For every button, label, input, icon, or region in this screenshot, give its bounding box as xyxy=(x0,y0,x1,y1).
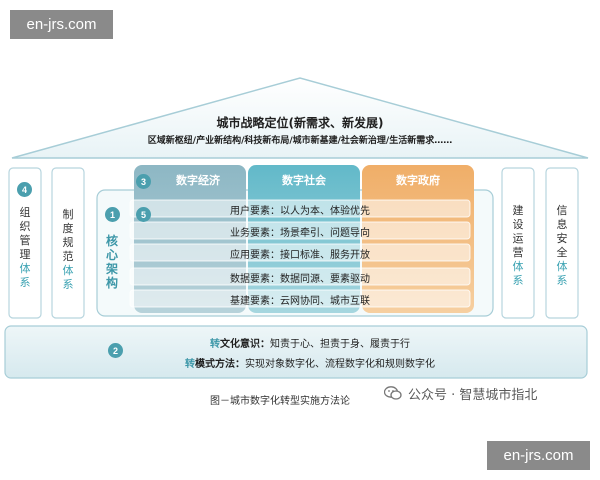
base-line-culture-text: 知责于心、担责于身、履责于行 xyxy=(270,339,410,350)
source-text: 公众号 · 智慧城市指北 xyxy=(408,388,538,403)
pillar-right-outer xyxy=(545,167,579,319)
row-bar-business xyxy=(129,221,471,240)
watermark-bottom: en-jrs.com xyxy=(487,441,590,470)
badge-4: 4 xyxy=(17,182,32,197)
row-data: 数据要素：数据同源、要素驱动 xyxy=(230,273,370,285)
pillar-right-outer-text: 信息安全 xyxy=(556,204,568,259)
pillar-right-inner xyxy=(501,167,535,319)
base-line-mode: 转模式方法：实现对象数字化、流程数字化和规则数字化 xyxy=(130,355,490,370)
row-bar-data xyxy=(129,267,471,286)
column-head-digital-economy: 数字经济 xyxy=(176,174,220,187)
figure-caption: 图－城市数字化转型实施方法论 xyxy=(210,396,350,407)
watermark-top: en-jrs.com xyxy=(10,10,113,39)
row-user: 用户要素：以人为本、体验优先 xyxy=(230,205,370,217)
column-head-digital-government: 数字政府 xyxy=(396,174,440,187)
row-bars xyxy=(129,199,471,308)
pillar-right-inner-text: 建设运营 xyxy=(512,204,524,259)
pillar-left-inner-text: 制度规范 xyxy=(62,208,74,263)
row-application: 应用要素：接口标准、服务开放 xyxy=(230,249,370,261)
core-architecture-label: 核心架构 xyxy=(105,234,118,290)
roof-subtitle: 区域新枢纽/产业新结构/科技新布局/城市新基建/社会新治理/生活新需求…… xyxy=(147,136,453,146)
pillar-left-inner xyxy=(51,167,85,319)
base-frame xyxy=(4,325,588,379)
wechat-icon xyxy=(383,386,402,401)
base-line-mode-key-rest: 模式方法： xyxy=(195,359,245,370)
badge-2: 2 xyxy=(108,343,123,358)
pillar-left-inner-label: 制度规范体系 xyxy=(60,208,76,292)
pillar-right-outer-accent: 体系 xyxy=(556,260,568,287)
row-infrastructure: 基建要素：云网协同、城市互联 xyxy=(230,295,370,307)
pillar-left-inner-accent: 体系 xyxy=(62,264,74,291)
pillar-left-outer-text: 组织管理 xyxy=(19,206,31,261)
base-line-culture-key: 转文化意识： xyxy=(210,339,270,350)
base-line-mode-text: 实现对象数字化、流程数字化和规则数字化 xyxy=(245,359,435,370)
row-business: 业务要素：场景牵引、问题导向 xyxy=(230,227,370,239)
roof-title: 城市战略定位(新需求、新发展) xyxy=(216,116,384,130)
badge-1: 1 xyxy=(105,207,120,222)
badge-5: 5 xyxy=(136,207,151,222)
base-line-culture-key-char: 转 xyxy=(210,339,220,350)
row-bar-user xyxy=(129,199,471,218)
base-line-culture: 转文化意识：知责于心、担责于身、履责于行 xyxy=(130,335,490,350)
pillar-left-outer-accent: 体系 xyxy=(19,262,31,289)
row-bar-application xyxy=(129,243,471,262)
row-bar-infrastructure xyxy=(129,289,471,308)
base-line-culture-key-rest: 文化意识： xyxy=(220,339,270,350)
base-line-mode-key: 转模式方法： xyxy=(185,359,245,370)
badge-3: 3 xyxy=(136,174,151,189)
pillar-right-inner-accent: 体系 xyxy=(512,260,524,287)
pillar-right-outer-label: 信息安全体系 xyxy=(554,204,570,288)
source-credit: 公众号 · 智慧城市指北 xyxy=(383,384,594,403)
pillar-left-outer-label: 组织管理体系 xyxy=(17,206,33,290)
pillar-right-inner-label: 建设运营体系 xyxy=(510,204,526,288)
column-head-digital-society: 数字社会 xyxy=(282,174,326,187)
base-line-mode-key-char: 转 xyxy=(185,359,195,370)
pillar-left-outer xyxy=(8,167,42,319)
